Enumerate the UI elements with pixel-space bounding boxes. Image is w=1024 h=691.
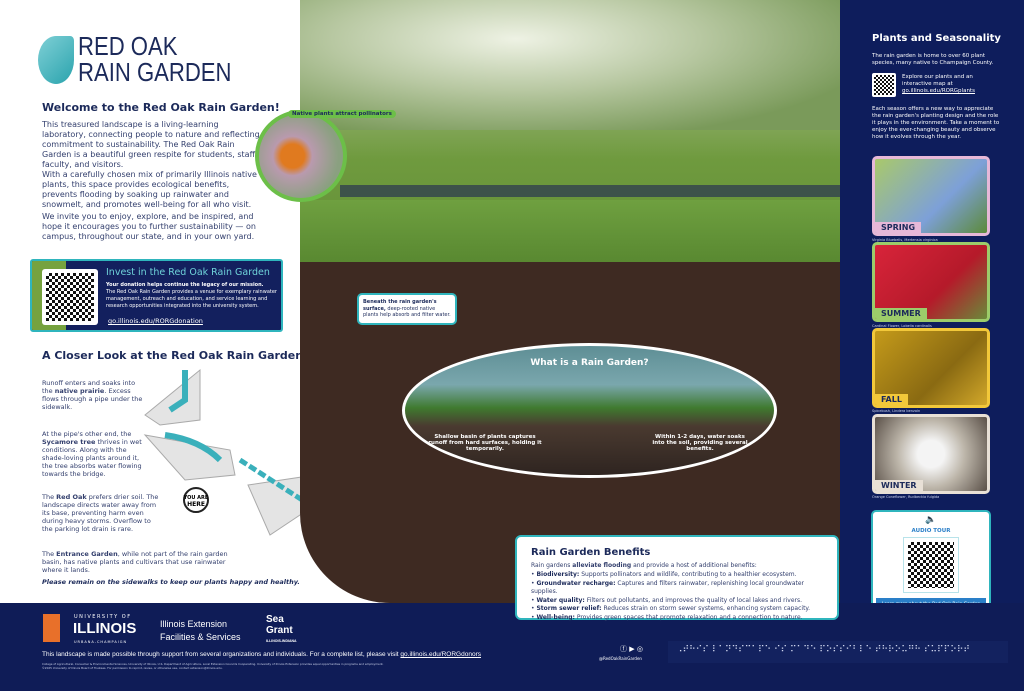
season-card-summer: SUMMER: [872, 242, 990, 322]
social-icons[interactable]: ⓕ ▶ ◎: [620, 645, 643, 653]
closer-item-entrance: The Entrance Garden, while not part of t…: [42, 550, 228, 574]
benefit-item: • Biodiversity: Supports pollinators and…: [531, 571, 797, 578]
diagram-right-text: Within 1-2 days, water soaks into the so…: [652, 434, 748, 452]
uni-sub: URBANA-CHAMPAIGN: [74, 640, 128, 644]
footer: UNIVERSITY OF ILLINOIS URBANA-CHAMPAIGN …: [0, 603, 1024, 691]
uni-name: ILLINOIS: [73, 620, 137, 637]
benefit-item: • Storm sewer relief: Reduces strain on …: [531, 605, 811, 612]
pollinator-badge: Native plants attract pollinators: [288, 110, 396, 118]
diagram-left-text: Shallow basin of plants captures runoff …: [428, 434, 542, 452]
uni-top: UNIVERSITY OF: [74, 614, 132, 620]
oak-leaf-logo-icon: [38, 36, 74, 84]
season-card-spring: SPRING: [872, 156, 990, 236]
donation-link[interactable]: go.illinois.edu/RORGdonation: [108, 317, 203, 325]
season-caption: Cardinal Flower, Lobelia cardinalis: [872, 324, 932, 328]
svg-text:YOU ARE: YOU ARE: [183, 495, 209, 501]
sidewalk-note: Please remain on the sidewalks to keep o…: [42, 578, 300, 586]
season-caption: Virginia Bluebells, Mertensia virginica: [872, 238, 938, 242]
invest-title: Invest in the Red Oak Rain Garden: [106, 267, 270, 278]
welcome-p1: This treasured landscape is a living-lea…: [42, 120, 260, 169]
closer-item-prairie: Runoff enters and soaks into the native …: [42, 379, 143, 411]
site-map-diagram: YOU ARE HERE: [143, 368, 316, 536]
closer-item-red-oak: The Red Oak prefers drier soil. The land…: [42, 493, 159, 533]
beneath-callout: Beneath the rain garden's surface, deep-…: [357, 293, 457, 325]
closer-item-sycamore: At the pipe's other end, the Sycamore tr…: [42, 430, 142, 478]
social-handle: @RedOakRainGarden: [599, 656, 642, 661]
what-is-rain-garden-diagram: What is a Rain Garden? Shallow basin of …: [402, 343, 777, 478]
benefit-item: • Groundwater recharge: Captures and fil…: [531, 579, 805, 596]
plants-qr-text: Explore our plants and an interactive ma…: [902, 74, 975, 94]
welcome-p3: We invite you to enjoy, explore, and be …: [42, 212, 256, 241]
diagram-title: What is a Rain Garden?: [530, 358, 649, 368]
you-are-here-marker: [183, 487, 209, 513]
rain-garden-photo: [300, 0, 840, 290]
illinois-block-i-logo: [43, 614, 60, 642]
season-card-winter: WINTER: [872, 414, 990, 494]
fine-print: College of Agricultural, Consumer & Envi…: [42, 662, 384, 670]
donation-qr-code[interactable]: [42, 269, 98, 325]
audio-tour-title: AUDIO TOUR: [911, 528, 951, 534]
season-card-fall: FALL: [872, 328, 990, 408]
speaker-icon: 🔈: [925, 515, 937, 525]
audio-qr-code[interactable]: [903, 537, 959, 593]
support-text: This landscape is made possible through …: [42, 651, 481, 658]
braille-text: ⠠⠞⠓⠊⠎ ⠇⠁⠝⠙⠎⠉⠁⠏⠑ ⠊⠎ ⠍⠁⠙⠑ ⠏⠕⠎⠎⠊⠃⠇⠑ ⠞⠓⠗⠕⠥⠛⠓…: [668, 641, 1008, 663]
benefit-item: • Water quality: Filters out pollutants,…: [531, 596, 803, 604]
season-caption: Spicebush, Lindera benzoin: [872, 409, 921, 413]
invest-box: Invest in the Red Oak Rain Garden Your d…: [30, 259, 283, 332]
butterfly-photo: [255, 110, 347, 202]
plants-intro: The rain garden is home to over 60 plant…: [872, 53, 994, 66]
welcome-p2: With a carefully chosen mix of primarily…: [42, 170, 257, 209]
welcome-title: Welcome to the Red Oak Rain Garden!: [42, 101, 280, 114]
benefits-intro: Rain gardens alleviate flooding and prov…: [531, 562, 757, 569]
invest-lead: Your donation helps continue the legacy …: [106, 282, 264, 288]
benefits-title: Rain Garden Benefits: [531, 547, 651, 558]
benefit-item: • Well-being: Provides green spaces that…: [531, 613, 803, 621]
plants-qr-code[interactable]: [872, 73, 896, 97]
benefits-box: Rain Garden Benefits Rain gardens allevi…: [515, 535, 839, 621]
plants-link[interactable]: go.illinois.edu/RORGplants: [902, 88, 975, 94]
closer-look-title: A Closer Look at the Red Oak Rain Garden: [42, 349, 304, 362]
svg-text:HERE: HERE: [187, 501, 205, 508]
plants-title: Plants and Seasonality: [872, 33, 1001, 44]
donors-link[interactable]: go.illinois.edu/RORGdonors: [400, 651, 481, 658]
season-caption: Orange Coneflower, Rudbeckia fulgida: [872, 495, 940, 499]
invest-body: The Red Oak Rain Garden provides a venue…: [106, 289, 277, 309]
plants-desc: Each season offers a new way to apprecia…: [872, 106, 1000, 140]
